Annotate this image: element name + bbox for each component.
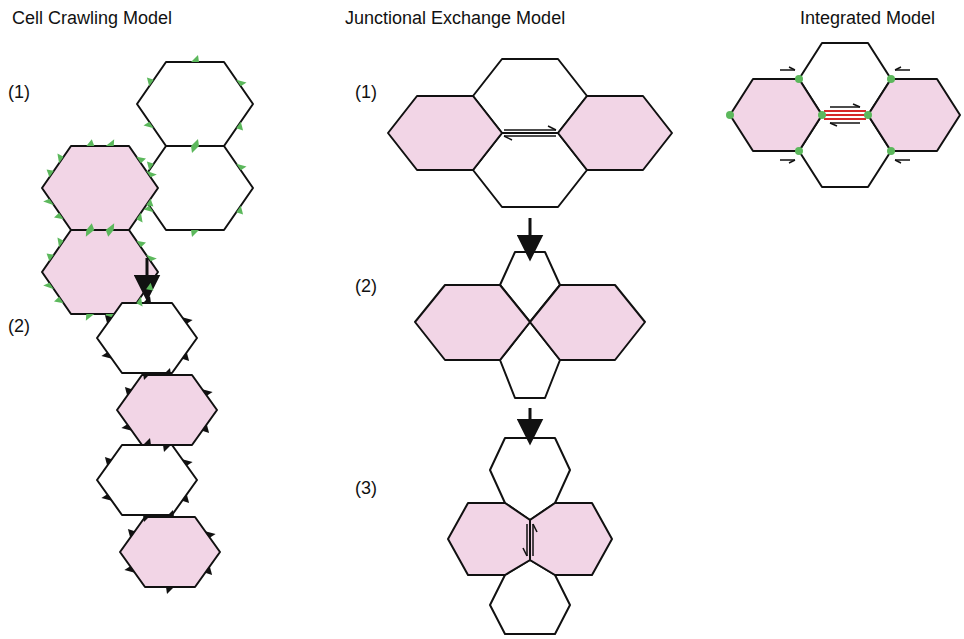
hexagon-cell: [730, 43, 960, 187]
step-number: (1): [8, 82, 30, 104]
contractile-junction: [726, 67, 910, 163]
step-number: (2): [8, 316, 30, 338]
model-heading: Cell Crawling Model: [12, 8, 172, 30]
step-number: (2): [355, 276, 377, 298]
hexagon-cell: [388, 59, 672, 207]
junction-arrows: [504, 126, 556, 140]
protrusion-marks: [43, 55, 246, 594]
step-arrow: [147, 218, 530, 432]
hexagon-cell: [415, 252, 645, 398]
junction-arrows: [523, 524, 537, 556]
model-heading: Integrated Model: [800, 8, 935, 30]
hexagon-cell: [448, 438, 612, 634]
hexagon-cell: [97, 303, 220, 587]
model-heading: Junctional Exchange Model: [345, 8, 565, 30]
step-number: (3): [355, 478, 377, 500]
hexagon-cell: [42, 62, 253, 314]
step-number: (1): [355, 82, 377, 104]
